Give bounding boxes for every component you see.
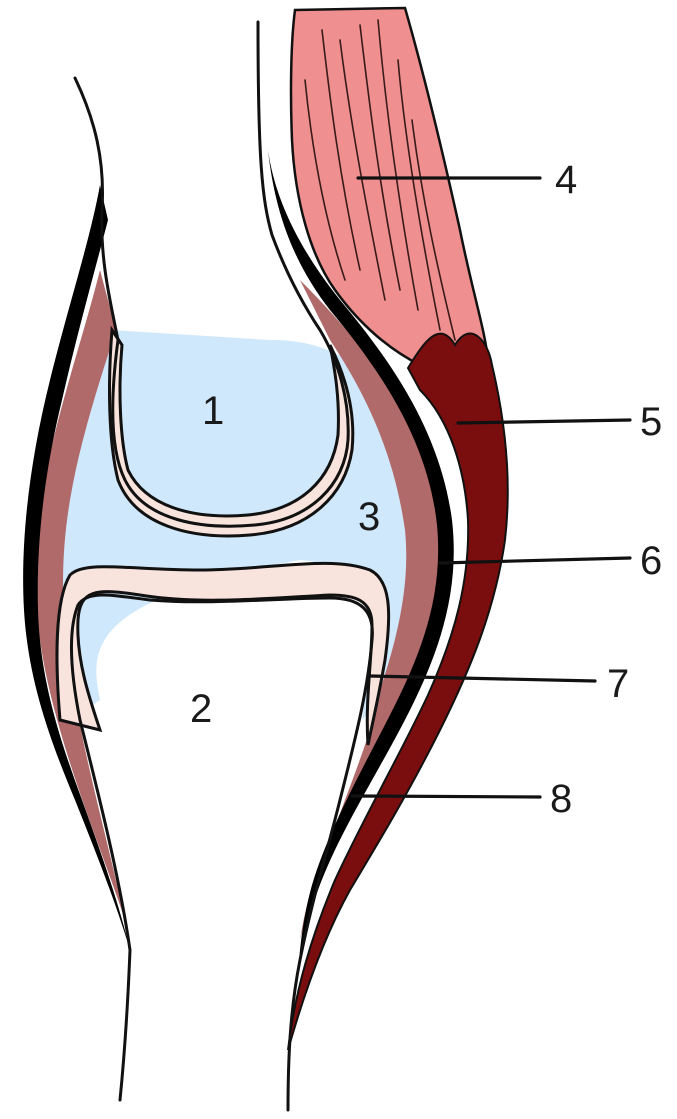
label-8: 8	[550, 777, 572, 821]
leader-8	[352, 796, 540, 797]
label-4: 4	[555, 158, 577, 202]
label-2: 2	[190, 687, 212, 731]
articular-cartilage-lower	[57, 563, 389, 745]
label-5: 5	[640, 400, 662, 444]
label-3: 3	[358, 495, 380, 539]
label-7: 7	[607, 662, 629, 706]
lower-bone-outline	[71, 595, 372, 1110]
label-6: 6	[640, 539, 662, 583]
label-1: 1	[202, 389, 224, 433]
